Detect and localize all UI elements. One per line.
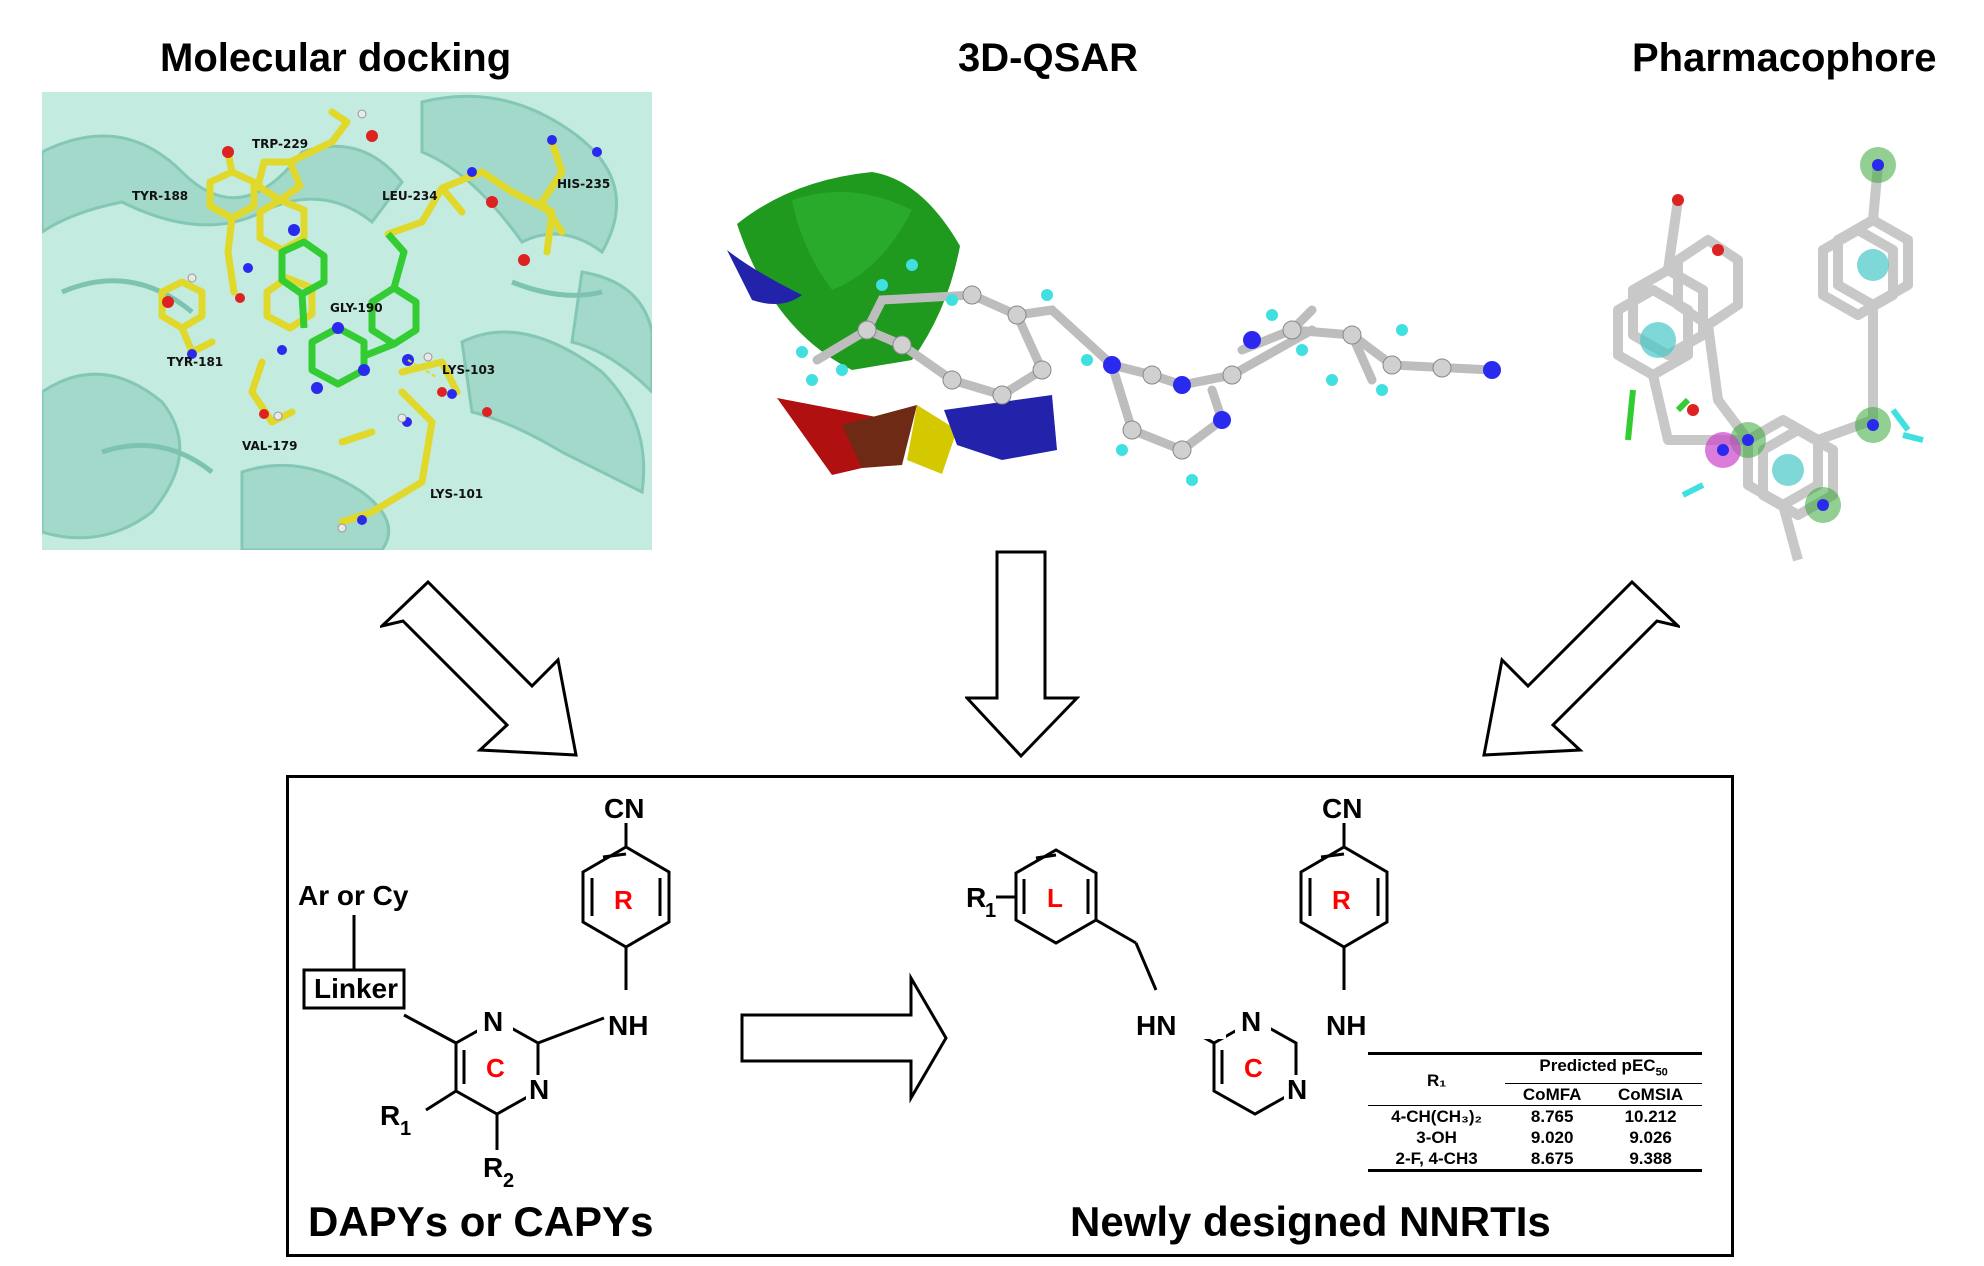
table-header-r1: R₁ [1426,1070,1447,1090]
ar-or-cy-label: Ar or Cy [298,880,409,911]
ring-label-r: R [614,885,633,915]
arrow-qsar-to-design [965,550,1080,759]
n-label: N [1287,1074,1307,1105]
chemistry-drawing: CN R NH N N C Linker Ar or Cy R 1 R 2 CN… [298,793,1389,1192]
nh-label: NH [1326,1010,1366,1041]
ring-label-c: C [1244,1053,1263,1083]
cn-label: CN [604,793,644,824]
r1-label: R [380,1100,400,1131]
residue-label: LEU-234 [382,189,438,203]
left-caption: DAPYs or CAPYs [308,1198,654,1245]
ring-label-l: L [1047,883,1063,913]
residue-label: TYR-188 [132,189,188,203]
n-label: N [529,1074,549,1105]
table-header-comfa: CoMFA [1522,1085,1582,1105]
linker-label: Linker [314,973,398,1004]
pharmacophore-image [1578,140,1948,600]
r2-subscript: 2 [503,1170,514,1192]
residue-label: LYS-101 [430,487,483,501]
qsar-image [712,150,1532,515]
n-label: N [483,1006,503,1037]
r2-label: R [483,1152,503,1183]
r1-subscript: 1 [985,900,996,922]
residue-label: TYR-181 [167,355,223,369]
docking-title: Molecular docking [160,36,512,80]
r1-label: R [966,882,986,913]
prediction-table: R₁ Predicted pEC50 CoMFA CoMSIA 4-CH(CH₃… [1368,1052,1702,1172]
table-header-group: Predicted pEC50 [1505,1053,1702,1085]
n-label: N [1241,1006,1261,1037]
residue-label: TRP-229 [252,137,308,151]
docking-image: TRP-229 TYR-188 LEU-234 HIS-235 GLY-190 … [42,92,652,550]
residue-label: GLY-190 [330,301,383,315]
nh-label: NH [608,1010,648,1041]
arrow-pharmacophore-to-design [1482,580,1680,757]
cn-label: CN [1322,793,1362,824]
qsar-title: 3D-QSAR [958,36,1139,80]
r1-subscript: 1 [400,1118,411,1140]
ring-label-c: C [486,1053,505,1083]
table-header-comsia: CoMSIA [1618,1085,1684,1105]
right-caption: Newly designed NNRTIs [1070,1198,1551,1245]
ring-label-r: R [1332,885,1351,915]
residue-label: VAL-179 [242,439,297,453]
residue-label: LYS-103 [442,363,495,377]
arrow-docking-to-design [380,580,578,757]
pharmacophore-title: Pharmacophore [1632,36,1937,80]
design-box [286,775,1734,1257]
hn-label: HN [1136,1010,1176,1041]
residue-label: HIS-235 [557,177,610,191]
